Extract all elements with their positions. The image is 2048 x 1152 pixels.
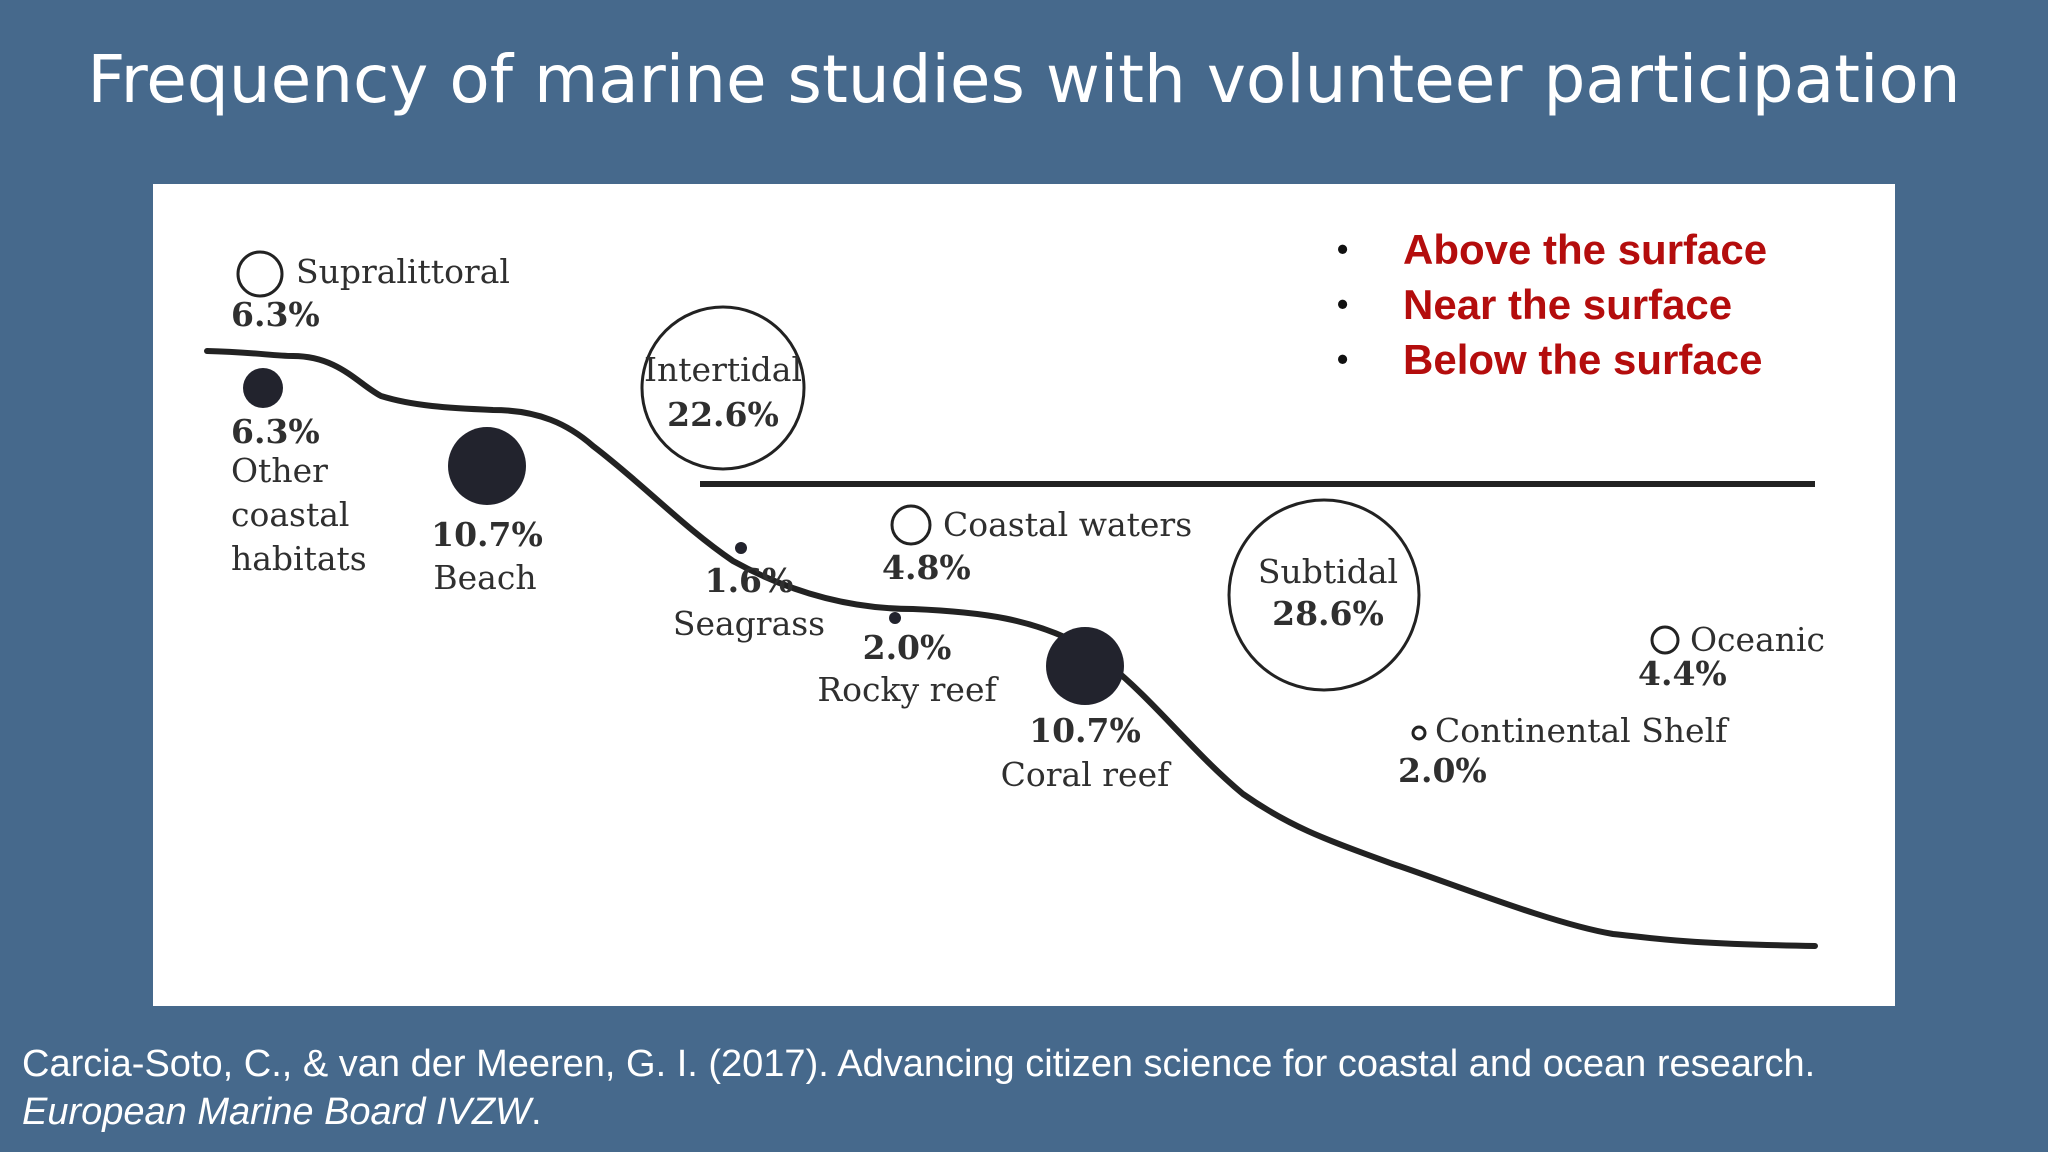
- label-coral-reef: Coral reef: [1000, 755, 1170, 794]
- seabed-profile-line: [204, 348, 1818, 949]
- label-subtidal: Subtidal: [1257, 552, 1399, 591]
- label-coastal-waters: Coastal waters: [943, 505, 1193, 544]
- pct-beach: 10.7%: [431, 515, 543, 554]
- marker-supralittoral: [236, 250, 284, 298]
- pct-oceanic: 4.4%: [1638, 654, 1727, 693]
- label-other-coastal-line3: habitats: [231, 539, 367, 578]
- habitat-diagram-graphics: [204, 250, 1818, 949]
- citation-end: .: [531, 1091, 542, 1133]
- legend-item-below: • Below the surface: [1337, 332, 1767, 387]
- legend-item-near: • Near the surface: [1337, 277, 1767, 332]
- pct-seagrass: 1.6%: [704, 561, 794, 600]
- label-beach: Beach: [433, 558, 537, 597]
- legend: • Above the surface • Near the surface •…: [1337, 222, 1767, 387]
- marker-rocky-reef: [889, 612, 901, 624]
- marker-continental-shelf: [1411, 725, 1427, 741]
- citation: Carcia-Soto, C., & van der Meeren, G. I.…: [22, 1040, 1815, 1136]
- bullet-icon: •: [1337, 286, 1349, 322]
- legend-label-above: Above the surface: [1403, 226, 1768, 273]
- slide-title: Frequency of marine studies with volunte…: [87, 41, 1961, 118]
- bullet-icon: •: [1337, 341, 1349, 377]
- pct-other-coastal: 6.3%: [231, 412, 320, 451]
- legend-label-near: Near the surface: [1403, 281, 1733, 328]
- label-intertidal: Intertidal: [643, 350, 803, 389]
- label-other-coastal-line1: Other: [231, 451, 328, 490]
- marker-seagrass: [735, 542, 747, 554]
- legend-item-above: • Above the surface: [1337, 222, 1767, 277]
- pct-continental-shelf: 2.0%: [1398, 751, 1487, 790]
- label-rocky-reef: Rocky reef: [817, 670, 997, 709]
- pct-intertidal: 22.6%: [667, 395, 779, 434]
- marker-oceanic: [1650, 625, 1680, 655]
- bullet-icon: •: [1337, 231, 1349, 267]
- pct-subtidal: 28.6%: [1272, 594, 1384, 633]
- legend-label-below: Below the surface: [1403, 336, 1763, 383]
- label-seagrass: Seagrass: [672, 604, 826, 643]
- pct-coral-reef: 10.7%: [1029, 711, 1141, 750]
- citation-journal: European Marine Board IVZW: [22, 1091, 532, 1133]
- marker-coastal-waters: [890, 504, 932, 546]
- pct-rocky-reef: 2.0%: [862, 628, 952, 667]
- label-other-coastal-line2: coastal: [231, 495, 350, 534]
- marker-coral-reef: [1046, 627, 1124, 705]
- pct-coastal-waters: 4.8%: [882, 548, 971, 587]
- marker-beach: [448, 427, 526, 505]
- label-supralittoral: Supralittoral: [296, 252, 510, 291]
- habitat-diagram: Supralittoral 6.3% 6.3% Other coastal ha…: [153, 184, 1895, 1006]
- pct-supralittoral: 6.3%: [231, 295, 320, 334]
- label-oceanic: Oceanic: [1690, 620, 1826, 659]
- marker-other-coastal: [243, 368, 283, 408]
- label-continental-shelf: Continental Shelf: [1435, 711, 1728, 750]
- citation-reference: Carcia-Soto, C., & van der Meeren, G. I.…: [22, 1043, 1816, 1085]
- marker-subtidal: [1227, 498, 1421, 692]
- marker-intertidal: [640, 305, 806, 471]
